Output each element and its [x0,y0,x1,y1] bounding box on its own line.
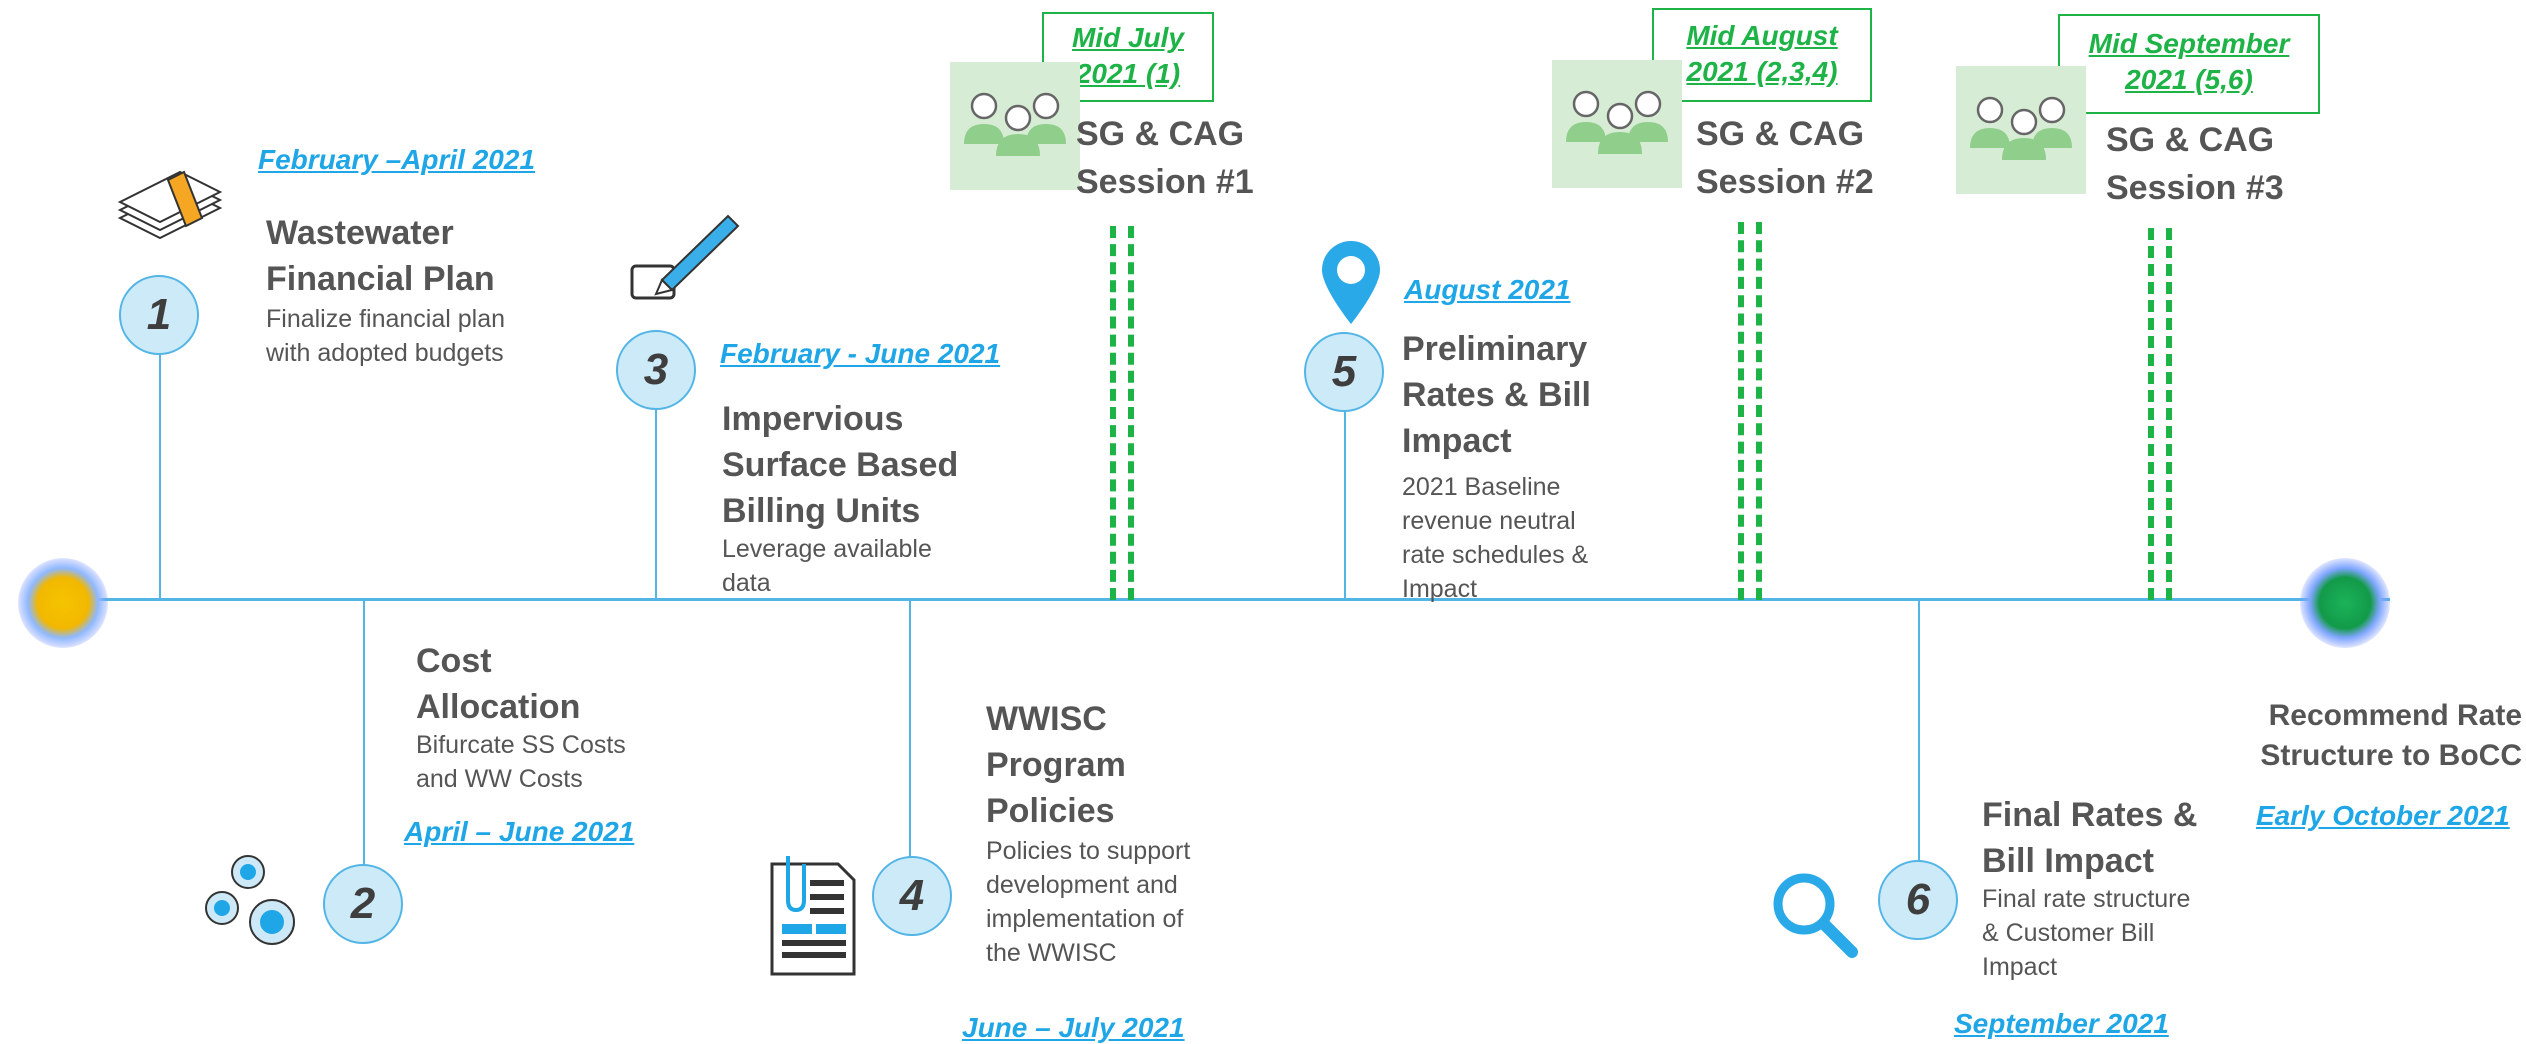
final-title: Recommend Rate Structure to BoCC [2240,696,2522,776]
magnifier-icon [1770,870,1860,960]
milestone-4-desc: Policies to support development and impl… [986,837,1191,967]
session-2-line-right [1756,222,1762,600]
milestone-3-desc: Leverage available data [722,535,932,597]
milestone-3-title: Impervious Surface Based Billing Units [722,400,959,530]
session-1-date-line-1: Mid July [1071,22,1184,53]
milestone-4-date: June – July 2021 [962,1012,1185,1043]
session-3-line-right [2166,228,2172,600]
money-stack-icon [110,158,230,258]
session-1-line-right [1128,226,1134,600]
session-2-label-line-1: SG & CAG [1696,115,1865,153]
session-2-date-line-2: 2021 (2,3,4) [1686,56,1838,87]
milestone-2-date: April – June 2021 [404,816,635,847]
session-3-label: SG & CAG Session #3 [2106,116,2306,212]
session-3-label-line-1: SG & CAG [2106,121,2275,159]
milestone-5-desc: 2021 Baseline revenue neutral rate sched… [1402,473,1589,603]
final-date: Early October 2021 [2256,800,2510,831]
location-pin-icon [1318,238,1384,326]
milestone-4-title: WWISC Program Policies [986,700,1126,830]
session-2-label-line-2: Session #2 [1696,163,1874,201]
connector-3 [655,410,657,600]
session-2-label: SG & CAG Session #2 [1696,110,1896,206]
gears-icon [200,850,310,960]
milestone-4-badge: 4 [872,856,952,936]
session-1-label-line-1: SG & CAG [1076,115,1245,153]
session-3-people-group-icon [1956,66,2086,194]
end-dot [2300,558,2390,648]
connector-2 [363,600,365,864]
session-2-line-left [1738,222,1744,600]
milestone-5-date: August 2021 [1404,274,1571,305]
session-1-date-line-2: 2021 (1) [1075,58,1181,89]
session-3-date-line-1: Mid September [2088,28,2290,59]
session-3-line-left [2148,228,2154,600]
milestone-6-desc: Final rate structure & Customer Bill Imp… [1982,885,2191,981]
milestone-6-badge: 6 [1878,860,1958,940]
milestone-1-badge: 1 [119,275,199,355]
session-2-date-line-1: Mid August [1686,20,1838,51]
milestone-1-desc: Finalize financial plan with adopted bud… [266,305,506,367]
session-3-date-line-2: 2021 (5,6) [2125,64,2253,95]
final-title-line-2: Structure to BoCC [2260,739,2522,772]
milestone-6-date: September 2021 [1954,1008,2169,1039]
session-3-label-line-2: Session #3 [2106,169,2284,207]
timeline-axis [60,598,2390,601]
milestone-2-title: Cost Allocation [416,642,581,726]
session-2-date-box: Mid August 2021 (2,3,4) [1652,8,1872,102]
final-title-line-1: Recommend Rate [2268,699,2522,732]
milestone-1-date: February –April 2021 [258,144,536,175]
milestone-3-badge: 3 [616,330,696,410]
milestone-1-title: Wastewater Financial Plan [266,214,495,298]
milestone-6-title: Final Rates & Bill Impact [1982,796,2198,880]
session-1-line-left [1110,226,1116,600]
milestone-2-desc: Bifurcate SS Costs and WW Costs [416,731,626,793]
milestone-2-badge: 2 [323,864,403,944]
connector-6 [1918,600,1920,860]
pencil-note-icon [628,208,748,308]
milestone-5-badge: 5 [1304,332,1384,412]
session-1-label: SG & CAG Session #1 [1076,110,1276,206]
session-2-people-group-icon [1552,60,1682,188]
connector-5 [1344,412,1346,600]
milestone-3-date: February - June 2021 [720,338,1001,369]
document-clip-icon [768,850,858,980]
session-1-label-line-2: Session #1 [1076,163,1254,201]
session-1-people-group-icon [950,62,1080,190]
milestone-5-title: Preliminary Rates & Bill Impact [1402,330,1591,460]
session-3-date-box: Mid September 2021 (5,6) [2058,14,2320,114]
connector-1 [159,354,161,600]
start-dot [18,558,108,648]
connector-4 [909,600,911,862]
